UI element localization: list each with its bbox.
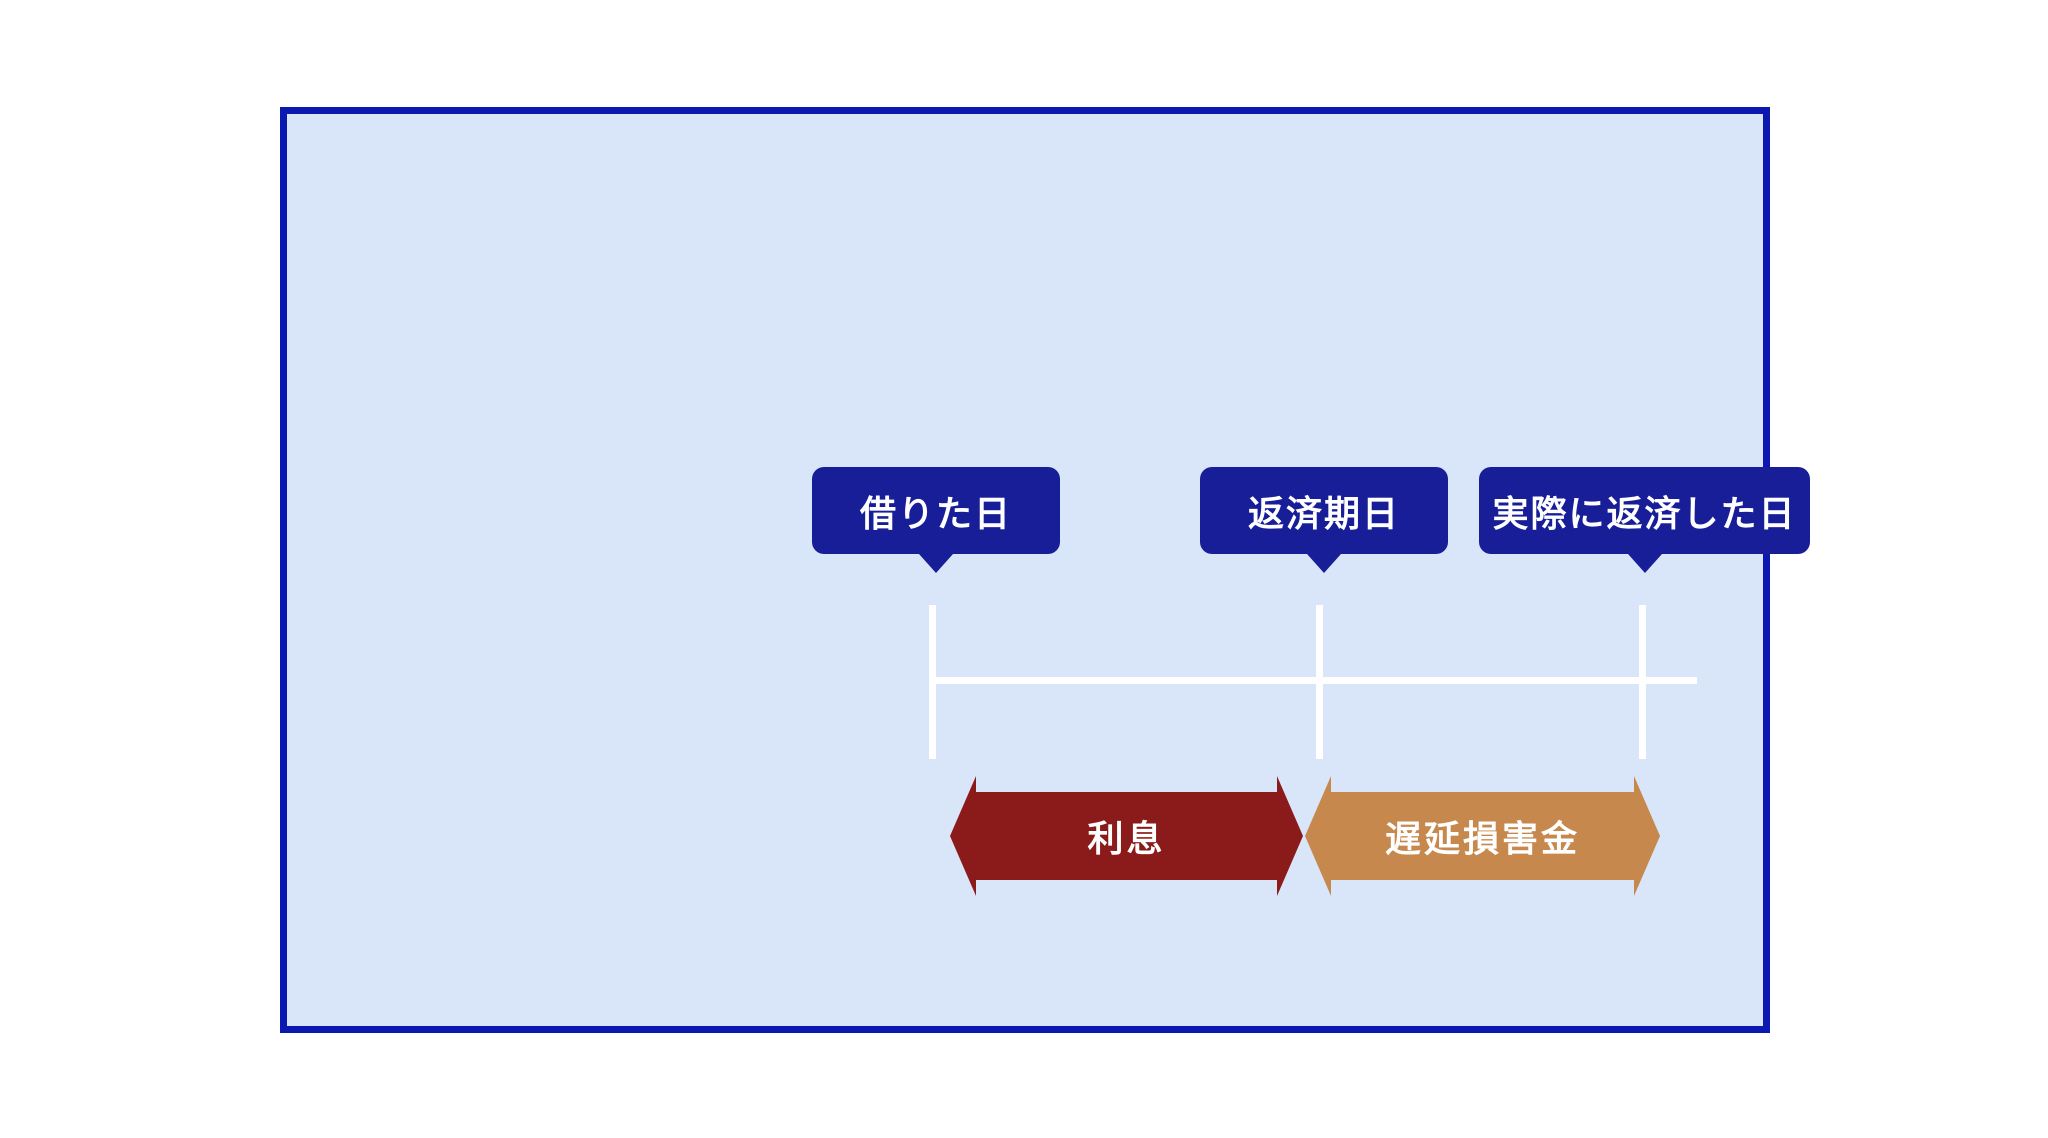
diagram-panel: 借りた日 返済期日 実際に返済した日 利息 遅延損害金	[280, 107, 1810, 1033]
interest-band-label: 利息	[1087, 818, 1166, 859]
late-fee-band-label: 遅延損害金	[1384, 818, 1580, 859]
interest-period-band: 利息	[950, 776, 1303, 896]
late-fee-period-band: 遅延損害金	[1305, 776, 1660, 896]
callout-actual-repayment-date-label: 実際に返済した日	[1492, 492, 1797, 534]
callout-actual-repayment-date: 実際に返済した日	[1479, 467, 1810, 573]
late-fee-arrow-shape	[1305, 776, 1660, 896]
interest-arrow-shape	[950, 776, 1303, 896]
timeline-axis	[929, 677, 1697, 684]
callout-due-date-label: 返済期日	[1247, 492, 1400, 534]
callout-pointer-down-icon	[919, 554, 953, 573]
callout-pointer-down-icon	[1627, 554, 1662, 573]
callout-borrowed-date-label: 借りた日	[859, 492, 1012, 534]
callout-pointer-down-icon	[1307, 554, 1341, 573]
double-arrow-icon	[950, 776, 1303, 896]
double-arrow-icon	[1305, 776, 1660, 896]
callout-borrowed-date: 借りた日	[812, 467, 1060, 573]
callout-due-date: 返済期日	[1200, 467, 1448, 573]
